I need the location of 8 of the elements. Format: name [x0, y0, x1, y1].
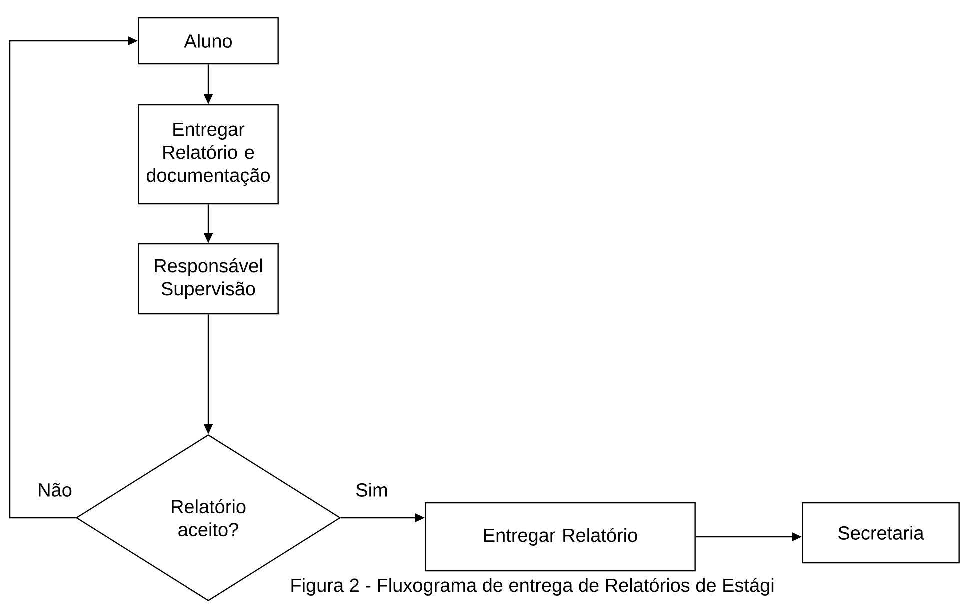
process-box: Entregar Relatório e documentação [138, 104, 279, 205]
edge-label: Sim [356, 483, 388, 497]
process-box: Responsável Supervisão [138, 243, 279, 315]
edge-label: Não [39, 483, 72, 497]
caption: Figura 2 - Fluxograma de entrega de Relatórios de Estági [292, 578, 774, 596]
process-box: Aluno [138, 17, 279, 65]
process-box: Secretaria [802, 502, 960, 564]
process-box: Entregar Relatório [425, 502, 696, 572]
